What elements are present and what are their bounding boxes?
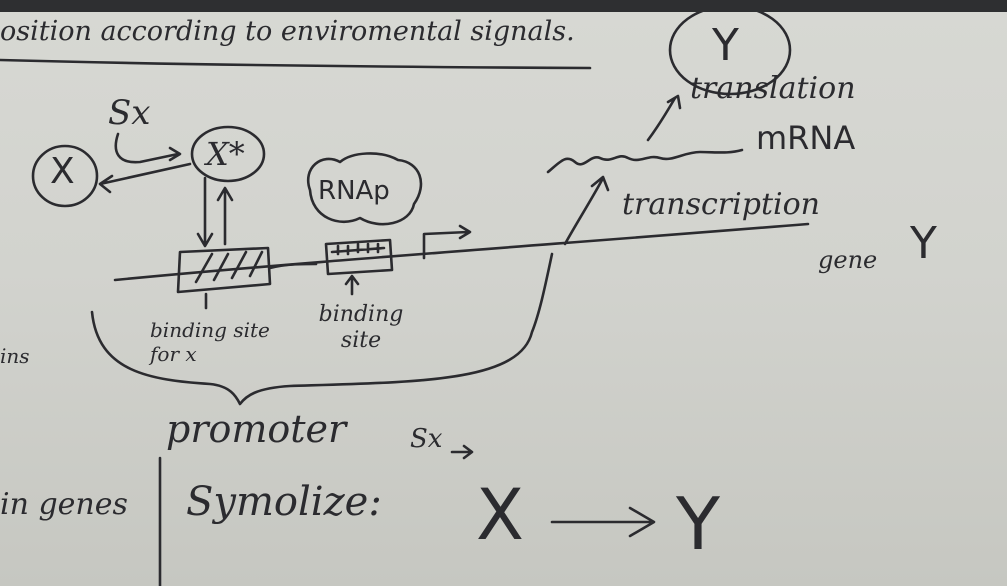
bind-arrow-up bbox=[216, 186, 234, 246]
arrow-y-label: Y bbox=[676, 482, 720, 566]
mrna-label: mRNA bbox=[756, 119, 856, 157]
circle-y-label: Y bbox=[712, 20, 739, 71]
binding-site-rnap-ticks bbox=[330, 242, 386, 256]
node-xstar-circle bbox=[190, 125, 266, 183]
transcription-label: transcription bbox=[622, 187, 820, 222]
left-fragment: ins bbox=[0, 344, 30, 368]
rnap-blob bbox=[307, 152, 423, 226]
gene-label: gene bbox=[818, 246, 878, 274]
bind-arrow-down bbox=[196, 176, 214, 248]
transcription-arrow bbox=[563, 175, 610, 246]
rnap-site-pointer bbox=[344, 274, 360, 296]
translation-arrow bbox=[646, 94, 682, 142]
arrow-x-label: X bbox=[476, 474, 524, 556]
header-underline bbox=[0, 58, 592, 70]
binding-site-x-hatch bbox=[194, 250, 264, 284]
translation-label: translation bbox=[690, 71, 856, 106]
sx-arrow bbox=[114, 132, 182, 164]
node-x-label: X bbox=[50, 151, 75, 192]
connector bbox=[268, 262, 318, 270]
sx-label: Sx bbox=[108, 93, 151, 133]
tss-arrow bbox=[422, 224, 472, 260]
symbolize-label: Symolize: bbox=[186, 479, 382, 525]
back-arrow bbox=[98, 162, 192, 194]
bottom-left-text: in genes bbox=[0, 487, 128, 522]
promoter-label: promoter bbox=[166, 407, 347, 451]
dna-line bbox=[113, 222, 810, 282]
node-xstar-label: X* bbox=[206, 135, 245, 173]
gene-y-label: Y bbox=[910, 218, 937, 269]
binding-site-rnap-box bbox=[324, 238, 394, 276]
binding-site-x-label: binding site for x bbox=[150, 318, 270, 366]
binding-site-x-box bbox=[176, 246, 272, 294]
small-s-arrow bbox=[450, 444, 474, 460]
promoter-brace bbox=[90, 252, 554, 406]
node-x-circle bbox=[31, 144, 99, 208]
whiteboard: osition according to enviromental signal… bbox=[0, 12, 1007, 586]
sx-small-label: Sx bbox=[410, 424, 443, 454]
header-line: osition according to enviromental signal… bbox=[0, 16, 575, 47]
binding-site-rnap-label: binding site bbox=[318, 302, 404, 354]
mrna-squiggle bbox=[546, 148, 744, 174]
whiteboard-drawing bbox=[0, 12, 810, 586]
video-top-bar bbox=[0, 0, 1007, 12]
rnap-label: RNAp bbox=[318, 176, 390, 206]
x-to-y-arrow bbox=[550, 506, 656, 538]
circle-y bbox=[668, 12, 792, 96]
